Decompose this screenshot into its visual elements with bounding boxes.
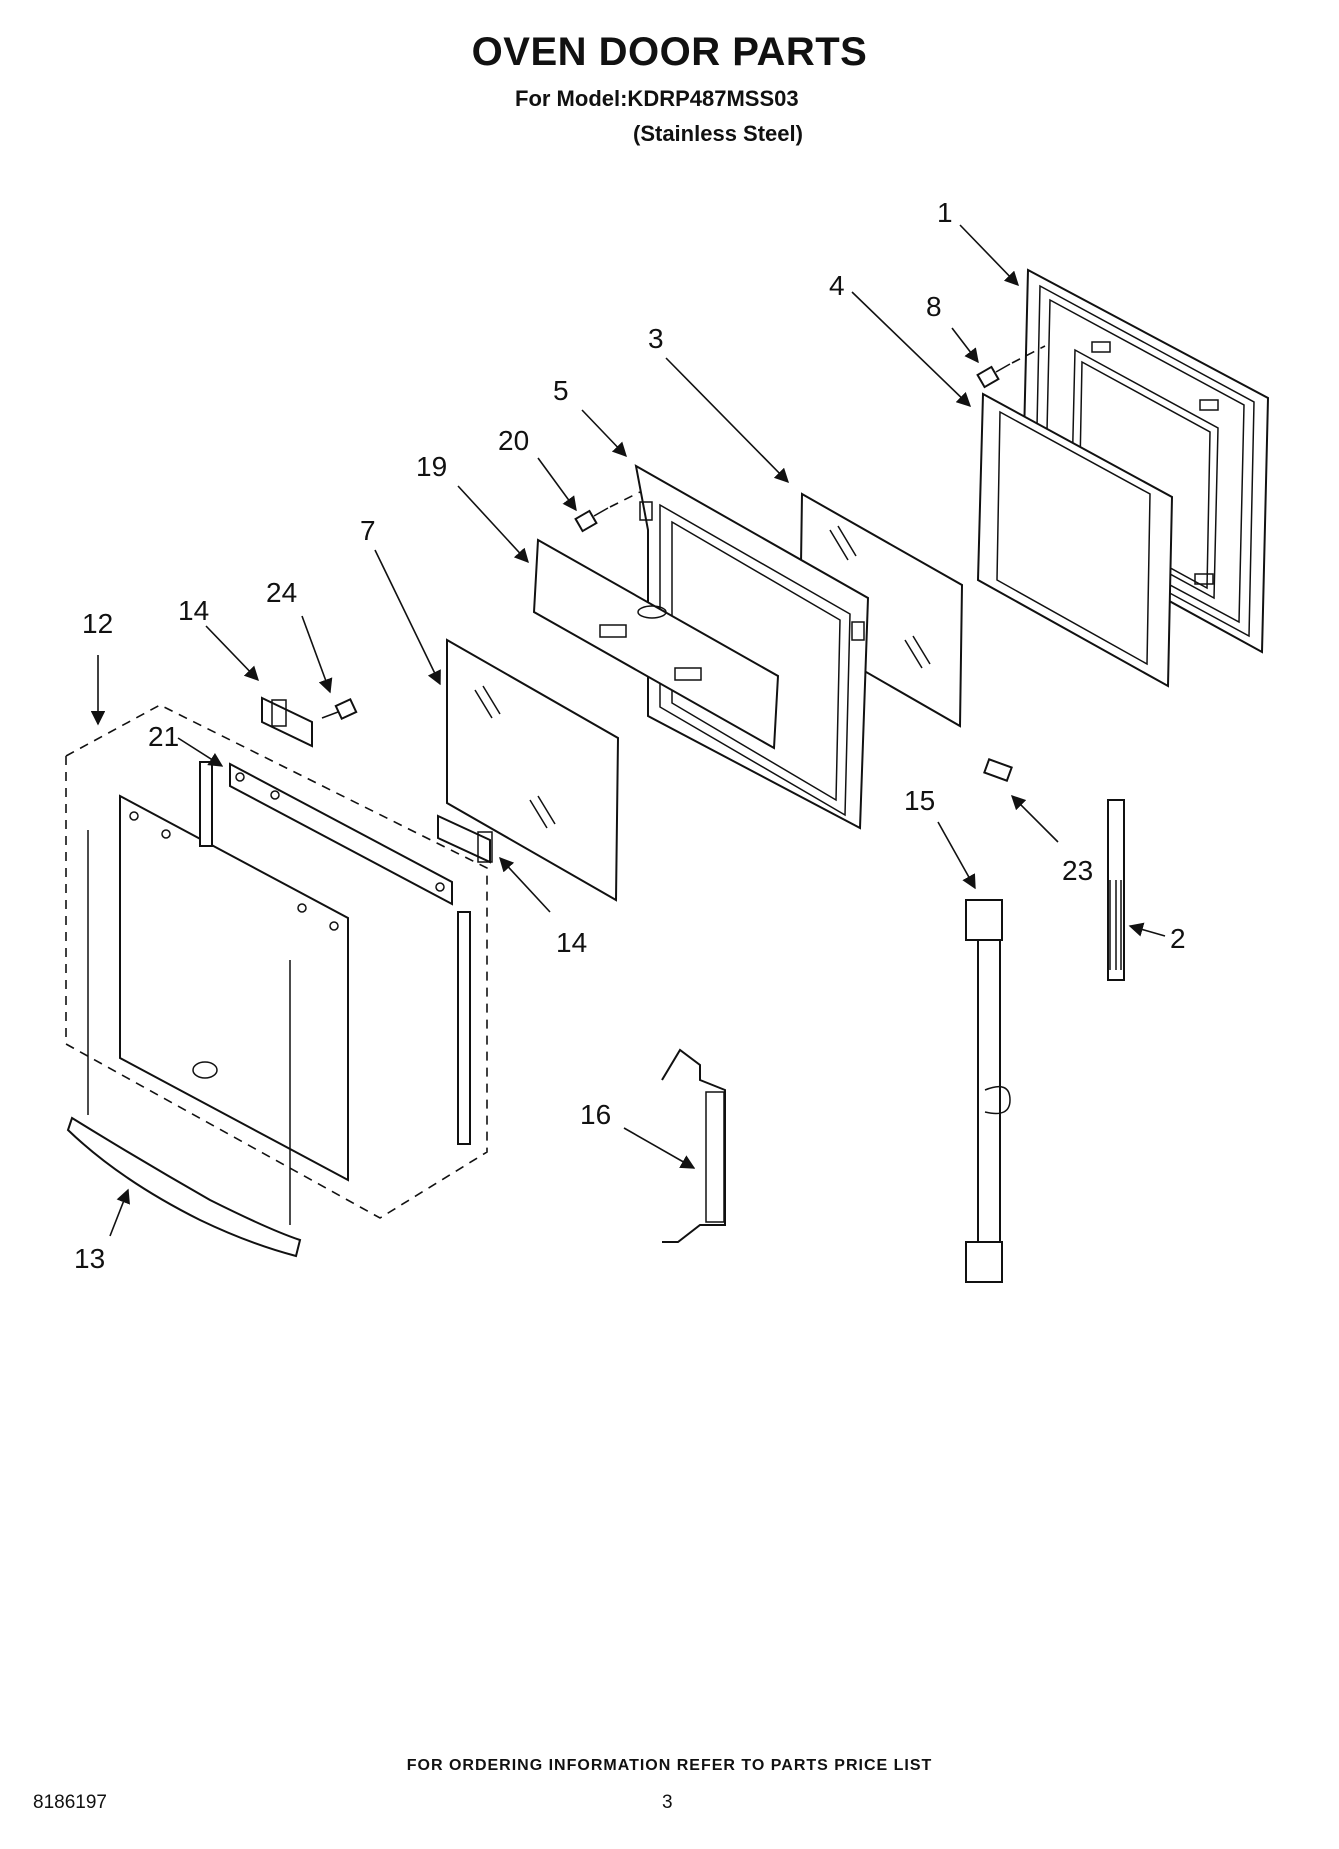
callout-4: 4 — [829, 270, 845, 301]
callout-7: 7 — [360, 515, 376, 546]
page-title: OVEN DOOR PARTS — [471, 30, 868, 74]
callout-24: 24 — [266, 577, 297, 608]
ordering-note: FOR ORDERING INFORMATION REFER TO PARTS … — [406, 1757, 933, 1774]
callout-16: 16 — [580, 1099, 611, 1130]
callout-8: 8 — [926, 291, 942, 322]
part-7-glass — [446, 638, 620, 902]
part-4-inner-frame — [976, 392, 1174, 688]
callout-13: 13 — [74, 1243, 105, 1274]
part-13-handle — [66, 1116, 302, 1258]
callout-14-upper: 14 — [178, 595, 209, 626]
part-14-bracket-lower — [437, 814, 493, 864]
callout-19: 19 — [416, 451, 447, 482]
part-24-screw — [321, 697, 358, 721]
finish-label: (Stainless Steel) — [633, 121, 803, 146]
part-20-screw — [574, 491, 641, 533]
callout-23: 23 — [1062, 855, 1093, 886]
part-19-shield — [532, 538, 780, 750]
part-12-outer-door — [65, 704, 488, 1225]
part-15-hinge-channel — [965, 899, 1011, 1283]
model-number: For Model:KDRP487MSS03 — [515, 86, 799, 111]
part-16-bracket — [661, 1048, 726, 1243]
callout-5: 5 — [553, 375, 569, 406]
callout-2: 2 — [1170, 923, 1186, 954]
callout-20: 20 — [498, 425, 529, 456]
callout-3: 3 — [648, 323, 664, 354]
callout-14-lower: 14 — [556, 927, 587, 958]
callout-labels: 1 4 8 3 5 20 19 7 12 14 24 21 14 15 23 2… — [74, 197, 1186, 1274]
callout-1: 1 — [937, 197, 953, 228]
callout-12: 12 — [82, 608, 113, 639]
callout-21: 21 — [148, 721, 179, 752]
part-14-bracket-upper — [261, 696, 313, 748]
part-2-hinge — [1107, 799, 1125, 981]
leader-lines — [90, 224, 1166, 1237]
document-number: 8186197 — [33, 1792, 107, 1813]
page-number: 3 — [662, 1792, 673, 1813]
callout-15: 15 — [904, 785, 935, 816]
part-23-clip — [983, 758, 1013, 782]
part-21-strip — [229, 762, 453, 906]
part-8-screw — [976, 345, 1046, 389]
